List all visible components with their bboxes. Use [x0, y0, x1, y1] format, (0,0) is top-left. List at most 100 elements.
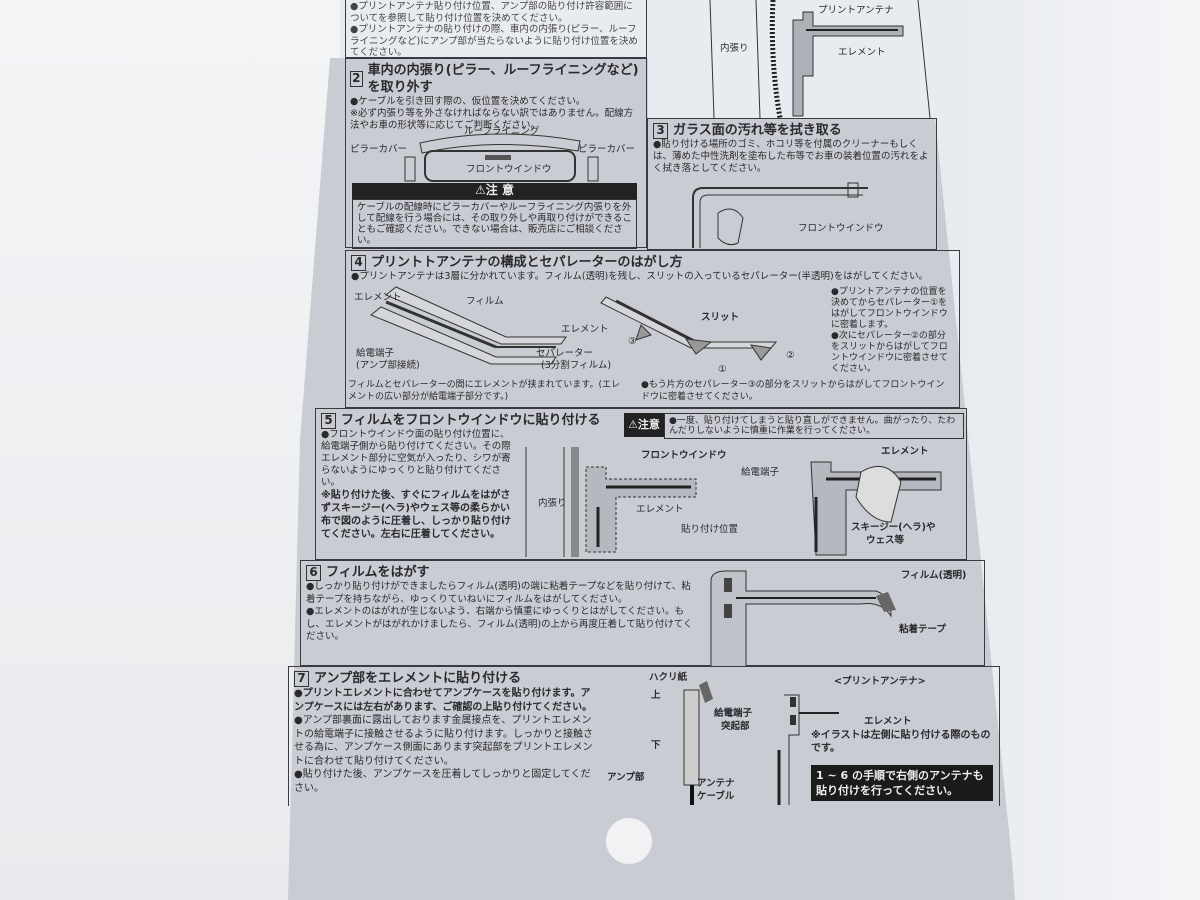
step-title: フィルムをフロントウインドウに貼り付ける [341, 413, 601, 428]
amp-illustration [683, 681, 839, 805]
step-7-text: ●プリントエレメントに合わせてアンプケースを貼り付けます。アンプケースには左右が… [294, 687, 594, 795]
step-number: 3 [653, 122, 668, 139]
label-n1: ① [718, 364, 727, 375]
step-4-section: 4 プリントトアンテナの構成とセパレーターのはがし方 ●プリントアンテナは3層に分… [345, 250, 960, 408]
label-feed-sub: (アンプ部接続) [356, 360, 420, 371]
caution-header: ⚠注 意 [352, 183, 637, 199]
step-7-bullet: ●アンプ部裏面に露出しております金属接点を、プリントエレメントの給電端子に接触さ… [294, 715, 593, 767]
label-film: フィルム(透明) [901, 570, 967, 581]
side-note: ●プリントアンテナの位置を決めてからセパレーター①をはがしてフロントウインドウに… [831, 287, 948, 330]
step-7-bullet: ●プリントエレメントに合わせてアンプケースを貼り付けます。アンプケースには左右が… [294, 688, 593, 713]
step-2-text: ●ケーブルを引き回す際の、仮位置を決めてください。 [350, 96, 586, 107]
step-3-text: ●貼り付ける場所のゴミ、ホコリ等を付属のクリーナーもしくは、薄めた中性洗剤を塗布… [653, 139, 929, 174]
step-3-section: 3 ガラス面の汚れ等を拭き取る ●貼り付ける場所のゴミ、ホコリ等を付属のクリーナー… [647, 118, 937, 250]
antenna-layers-illustration [370, 286, 778, 365]
background-left [0, 0, 340, 900]
label-n2: ② [786, 350, 795, 361]
top-antenna-illustration [709, 0, 931, 119]
label-up: 上 [651, 690, 661, 701]
label-amp: アンプ部 [607, 772, 645, 783]
final-note: 1 ~ 6 の手順で右側のアンテナも貼り付けを行ってください。 [811, 765, 993, 801]
step-6-section: 6 フィルムをはがす ●しっかり貼り付けができましたらフィルム(透明)の端に粘着テ… [300, 560, 985, 666]
label-inner: 内張り [538, 498, 567, 509]
windshield-illustration [404, 133, 599, 182]
label-n3: ③ [628, 336, 637, 347]
label-pillar-left: ピラーカバー [350, 144, 408, 155]
label-element: エレメント [354, 292, 402, 303]
step-4-text: ●プリントアンテナは3層に分かれています。フィルム(透明)を残し、スリットの入っ… [351, 271, 929, 282]
label-position: 貼り付け位置 [681, 524, 739, 535]
label-waste: ウェス等 [866, 535, 905, 546]
step-6-text: ●しっかり貼り付けができましたらフィルム(透明)の端に粘着テープなどを貼り付けて… [306, 581, 696, 644]
step-title: フィルムをはがす [326, 565, 430, 580]
label-illustration-note: ※イラストは左側に貼り付ける際のものです。 [811, 730, 991, 754]
label-element: エレメント [864, 716, 912, 727]
label-windshield: フロントウインドウ [798, 223, 884, 234]
label-element: エレメント [838, 47, 886, 58]
step-7-bullet: ●貼り付けた後、アンプケースを圧着してしっかりと固定してください。 [294, 769, 591, 794]
film-peel-illustration [710, 570, 896, 666]
label-element: エレメント [561, 324, 609, 335]
label-film: フィルム [466, 296, 504, 307]
wiping-illustration [692, 182, 868, 248]
label-down: 下 [651, 740, 661, 751]
label-cable: ケーブル [697, 791, 735, 802]
film-application-illustration [525, 447, 942, 557]
top-section: ●プリントアンテナ貼り付け位置、アンプ部の貼り付け許容範囲についてを参照して貼り… [345, 0, 647, 58]
top-bullet: ●プリントアンテナの貼り付けの際、車内の内張り(ピラー、ルーフライニングなど)に… [350, 24, 638, 58]
step-7-heading: 7 アンプ部をエレメントに貼り付ける [294, 670, 994, 687]
label-feed-terminal: 給電端子 [356, 348, 395, 359]
step-4-side-notes: ●プリントアンテナの位置を決めてからセパレーター①をはがしてフロントウインドウに… [831, 287, 953, 375]
label-element: エレメント [636, 504, 684, 515]
label-feed-terminal: 給電端子 [741, 467, 780, 478]
caution-label: ⚠注意 [624, 413, 664, 437]
side-note: ●次にセパレーター②の部分をスリットからはがしてフロントウインドウに密着させてく… [831, 331, 949, 374]
step-number: 4 [351, 254, 366, 271]
step-7-section: 7 アンプ部をエレメントに貼り付ける ●プリントエレメントに合わせてアンプケースを… [288, 666, 1000, 806]
step-number: 2 [350, 71, 363, 87]
caution-text: ケーブルの配線時にピラーカバーやルーフライニング内張りを外して配線を行う場合には… [352, 199, 637, 249]
step-title: ガラス面の汚れ等を拭き取る [673, 123, 842, 138]
label-slit: スリット [701, 312, 740, 323]
step-6-heading: 6 フィルムをはがす [306, 564, 979, 581]
step-number: 7 [294, 670, 309, 687]
label-release-paper: ハクリ紙 [649, 672, 688, 683]
label-inner: 内張り [720, 43, 749, 54]
step-number: 5 [321, 412, 336, 429]
label-bump: 突起部 [721, 721, 750, 732]
step-title: 車内の内張り(ピラー、ルーフライニングなど)を取り外す [367, 63, 639, 95]
label-separator: セパレーター [536, 348, 594, 359]
label-roof-lining: ルーフライニング [464, 126, 540, 137]
label-pillar-right: ピラーカバー [578, 144, 636, 155]
label-antenna: プリントアンテナ [818, 5, 894, 16]
step-title: プリントトアンテナの構成とセパレーターのはがし方 [371, 255, 683, 270]
step-5-section: 5 フィルムをフロントウインドウに貼り付ける ●フロントウインドウ面の貼り付け位置… [315, 408, 967, 560]
step-6-bullet: ●エレメントのはがれが生じないよう、右端から慎重にゆっくりとはがしてください。も… [306, 606, 693, 642]
caution-text: ●一度、貼り付けてしまうと貼り直しができません。曲がったり、たわんだりしないよう… [664, 413, 964, 439]
punch-hole [606, 818, 652, 864]
label-squeegee: スキージー(ヘラ)や [851, 522, 936, 533]
top-diagram: 内張り プリントアンテナ エレメント [648, 0, 933, 119]
label-windshield: フロントウインドウ [466, 164, 552, 175]
step-4-note-mid: ●もう片方のセパレーター③の部分をスリットからはがしてフロントウインドウに密着さ… [641, 380, 945, 402]
label-print-antenna: <プリントアンテナ> [834, 676, 926, 687]
label-tape: 粘着テープ [899, 624, 946, 635]
step-6-bullet: ●しっかり貼り付けができましたらフィルム(透明)の端に粘着テープなどを貼り付けて… [306, 581, 691, 605]
label-windshield: フロントウインドウ [641, 450, 727, 461]
step-2-note: ※必ず内張り等を外さなければならない訳ではありません。配線方法やお車の形状等に応… [350, 108, 634, 131]
step-5-note: ※貼り付けた後、すぐにフィルムをはがさずスキージー(ヘラ)やウェス等の柔らかい布… [321, 490, 511, 540]
step-3-heading: 3 ガラス面の汚れ等を拭き取る [653, 122, 931, 139]
label-separator-sub: (3分割フィルム) [541, 360, 612, 371]
step-title: アンプ部をエレメントに貼り付ける [314, 671, 522, 686]
step-4-heading: 4 プリントトアンテナの構成とセパレーターのはがし方 [351, 254, 954, 271]
label-feed-terminal: 給電端子 [714, 708, 753, 719]
step-5-text: ●フロントウインドウ面の貼り付け位置に、給電端子側から貼り付けてください。その際… [321, 429, 511, 488]
top-bullet: ●プリントアンテナ貼り付け位置、アンプ部の貼り付け許容範囲についてを参照して貼り… [350, 1, 633, 24]
label-cable: アンテナ [697, 778, 735, 789]
step-4-note-left: フィルムとセパレーターの間にエレメントが挟まれています。(エレメントの広い部分が… [348, 380, 620, 402]
step-number: 6 [306, 564, 321, 581]
step-5-heading: 5 フィルムをフロントウインドウに貼り付ける [321, 412, 961, 429]
label-element: エレメント [881, 446, 929, 457]
